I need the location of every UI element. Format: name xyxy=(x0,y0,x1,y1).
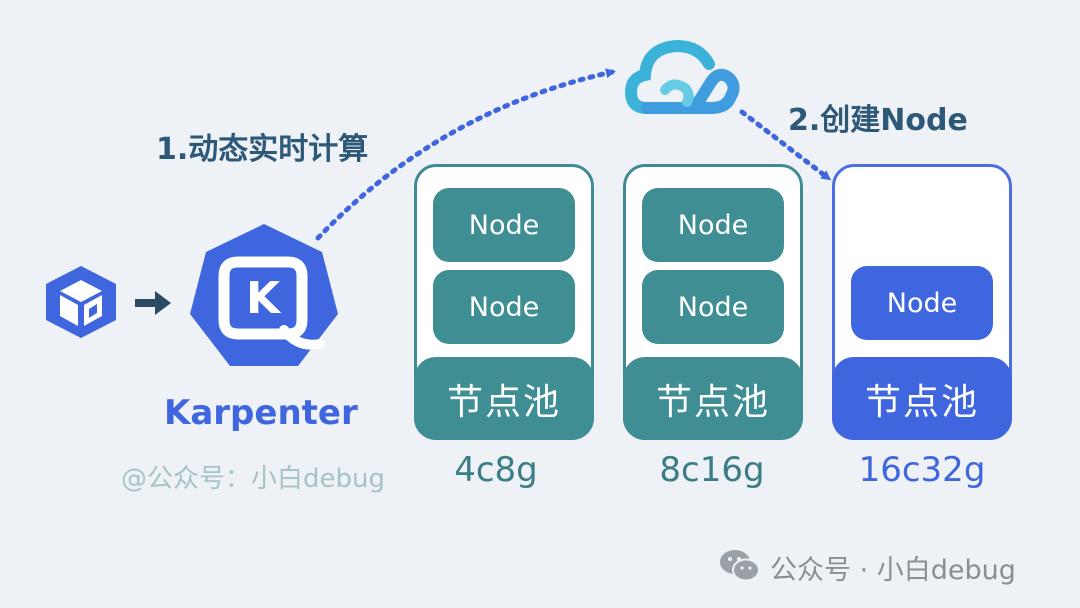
node-pool-2: Node Node 节点池 xyxy=(623,164,803,440)
karpenter-logo-letter: K xyxy=(246,273,282,324)
node-pool-1: Node Node 节点池 xyxy=(414,164,594,440)
step-1-label: 1.动态实时计算 xyxy=(156,132,369,167)
karpenter-logo-icon: K xyxy=(190,224,338,366)
node-pool-label: 节点池 xyxy=(414,357,594,440)
node-pool-label: 节点池 xyxy=(832,357,1012,440)
node-pool-label: 节点池 xyxy=(623,357,803,440)
footer-watermark: 公众号 · 小白debug xyxy=(770,555,1016,586)
node-box: Node xyxy=(433,270,575,344)
arrow-to-pool xyxy=(739,109,832,181)
node-box: Node xyxy=(433,188,575,262)
arrow-to-cloud xyxy=(315,68,616,241)
cloud-icon xyxy=(625,39,740,114)
pool-spec-1: 4c8g xyxy=(454,450,538,490)
step-2-label: 2.创建Node xyxy=(788,103,968,138)
gke-cube-icon xyxy=(46,266,116,338)
node-box: Node xyxy=(851,266,993,340)
node-box: Node xyxy=(642,188,784,262)
node-box: Node xyxy=(642,270,784,344)
node-pool-3: Node 节点池 xyxy=(832,164,1012,440)
pool-spec-2: 8c16g xyxy=(659,450,765,490)
pool-spec-3: 16c32g xyxy=(858,450,986,490)
arrow-right-icon xyxy=(135,291,171,315)
karpenter-name: Karpenter xyxy=(164,393,358,433)
credit-text: @公众号：小白debug xyxy=(121,464,385,494)
wechat-icon xyxy=(720,550,760,582)
